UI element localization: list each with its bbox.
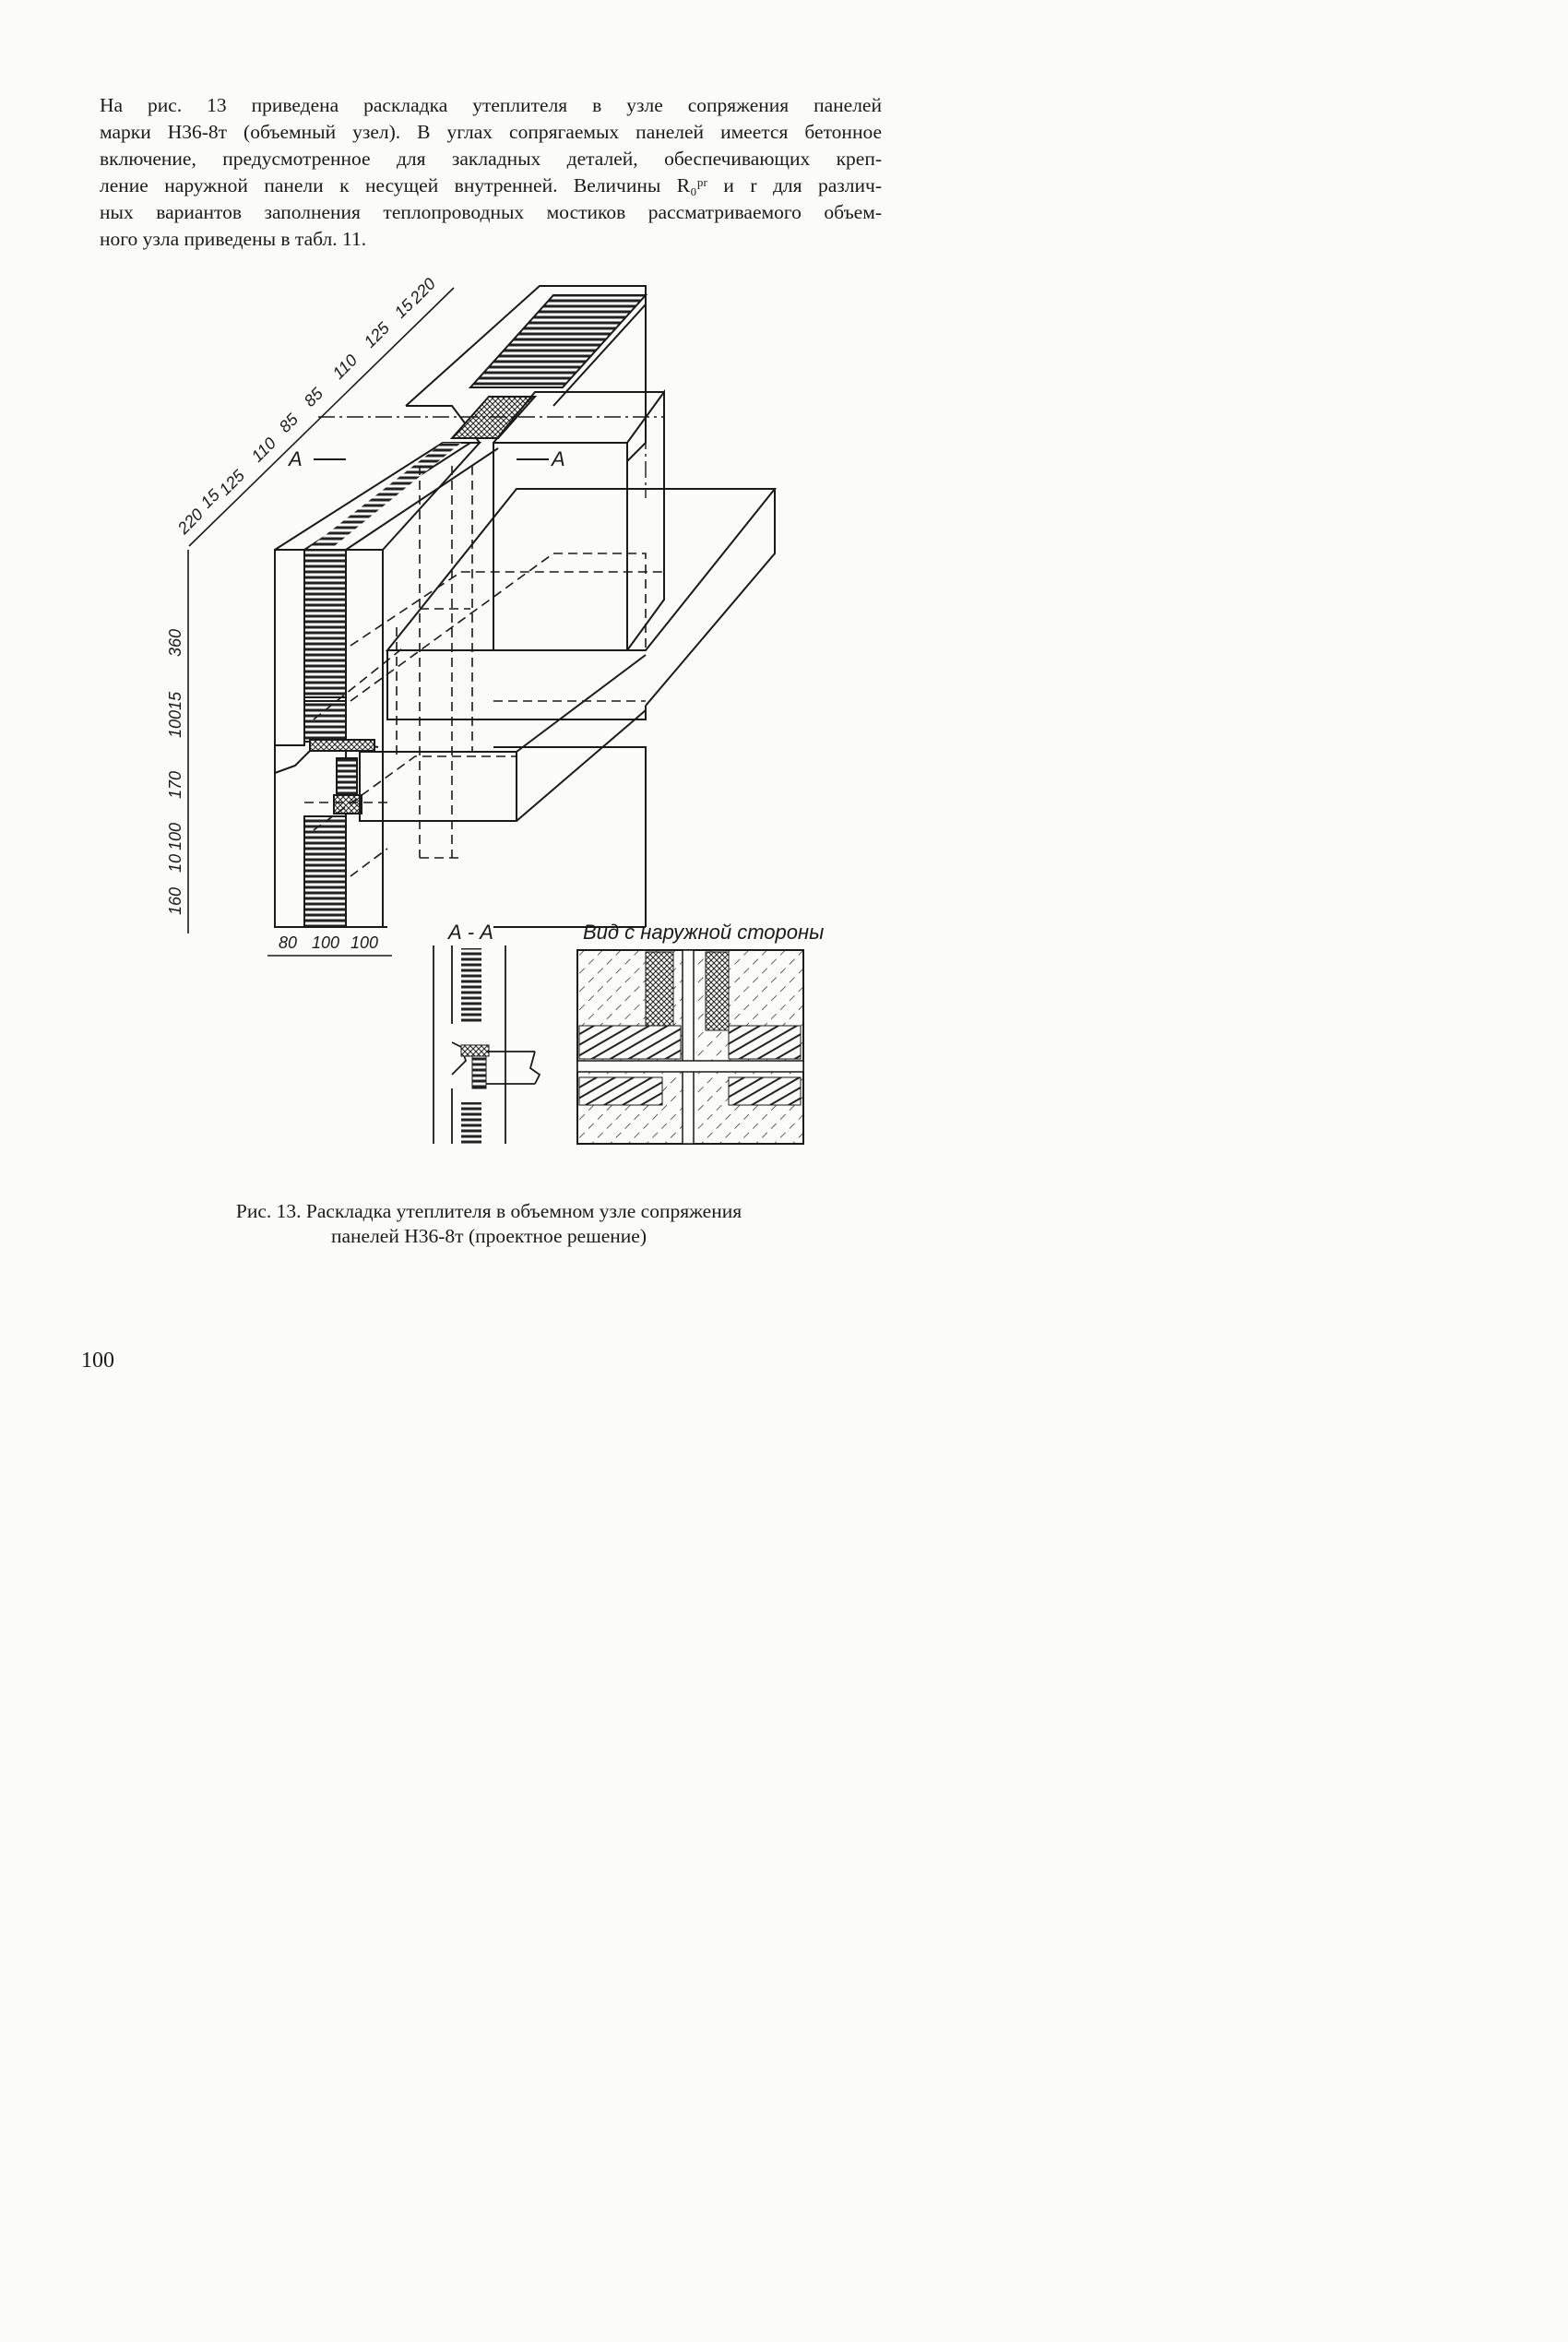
paragraph-line: ных вариантов заполнения теплопроводных … xyxy=(100,201,882,223)
dimension-label: 110 xyxy=(329,351,361,382)
paragraph-line: ление наружной панели к несущей внутренн… xyxy=(100,174,882,196)
dimension-label: 100 xyxy=(166,823,184,850)
figure-13: 220 15 125 110 85 85 110 125 15 220 А А … xyxy=(166,274,824,1145)
insulation-layer xyxy=(303,815,347,928)
outside-view: Вид с наружной стороны xyxy=(576,921,824,1145)
section-mark: А xyxy=(550,447,565,470)
figure-caption: Рис. 13. Раскладка утеплителя в объемном… xyxy=(166,1199,812,1249)
caption-line: панелей Н36-8т (проектное решение) xyxy=(330,1225,647,1247)
dimension-label: 100 xyxy=(166,710,184,738)
dimension-label: 125 xyxy=(216,466,249,499)
isometric-node-drawing xyxy=(274,285,778,928)
outer-panel-face xyxy=(274,549,305,746)
section-mark: А xyxy=(287,447,303,470)
dimension-label: 10 xyxy=(166,854,184,873)
dimension-label: 100 xyxy=(350,933,378,952)
insulation-layer xyxy=(468,294,648,388)
dimension-label: 125 xyxy=(361,318,394,351)
paragraph-line: марки Н36-8т (объемный узел). В углах со… xyxy=(100,121,882,143)
paragraph-line: На рис. 13 приведена раскладка утеплител… xyxy=(100,94,882,116)
dimension-label: 15 xyxy=(166,691,184,710)
bottom-dimension-chain: 80 100 100 xyxy=(267,933,392,957)
hidden-lines xyxy=(304,466,664,877)
dimension-label: 110 xyxy=(248,434,279,465)
vertical-dimension-chain: 360 15 100 170 100 10 160 xyxy=(166,550,189,933)
paragraph-line: включение, предусмотренное для закладных… xyxy=(100,148,882,170)
dimension-label: 160 xyxy=(166,887,184,915)
dimension-label: 80 xyxy=(279,933,297,952)
axis-lines xyxy=(318,318,664,498)
paragraph-line: ного узла приведены в табл. 11. xyxy=(100,228,367,250)
insulation-layer xyxy=(303,700,347,743)
body-paragraph: На рис. 13 приведена раскладка утеплител… xyxy=(100,92,882,253)
dimension-label: 85 xyxy=(276,410,303,436)
dimension-label: 360 xyxy=(166,629,184,657)
page-number: 100 xyxy=(81,1349,114,1373)
insulation-layer xyxy=(303,549,347,698)
section-a-a: А - А xyxy=(433,921,541,1144)
joint-seal xyxy=(333,794,362,814)
dimension-label: 85 xyxy=(301,384,327,410)
caption-line: Рис. 13. Раскладка утеплителя в объемном… xyxy=(235,1200,742,1222)
view-label: Вид с наружной стороны xyxy=(583,921,824,944)
dimension-label: 170 xyxy=(166,771,184,799)
section-label: А - А xyxy=(446,921,493,944)
dimension-label: 100 xyxy=(312,933,339,952)
joint-seal xyxy=(309,739,375,752)
